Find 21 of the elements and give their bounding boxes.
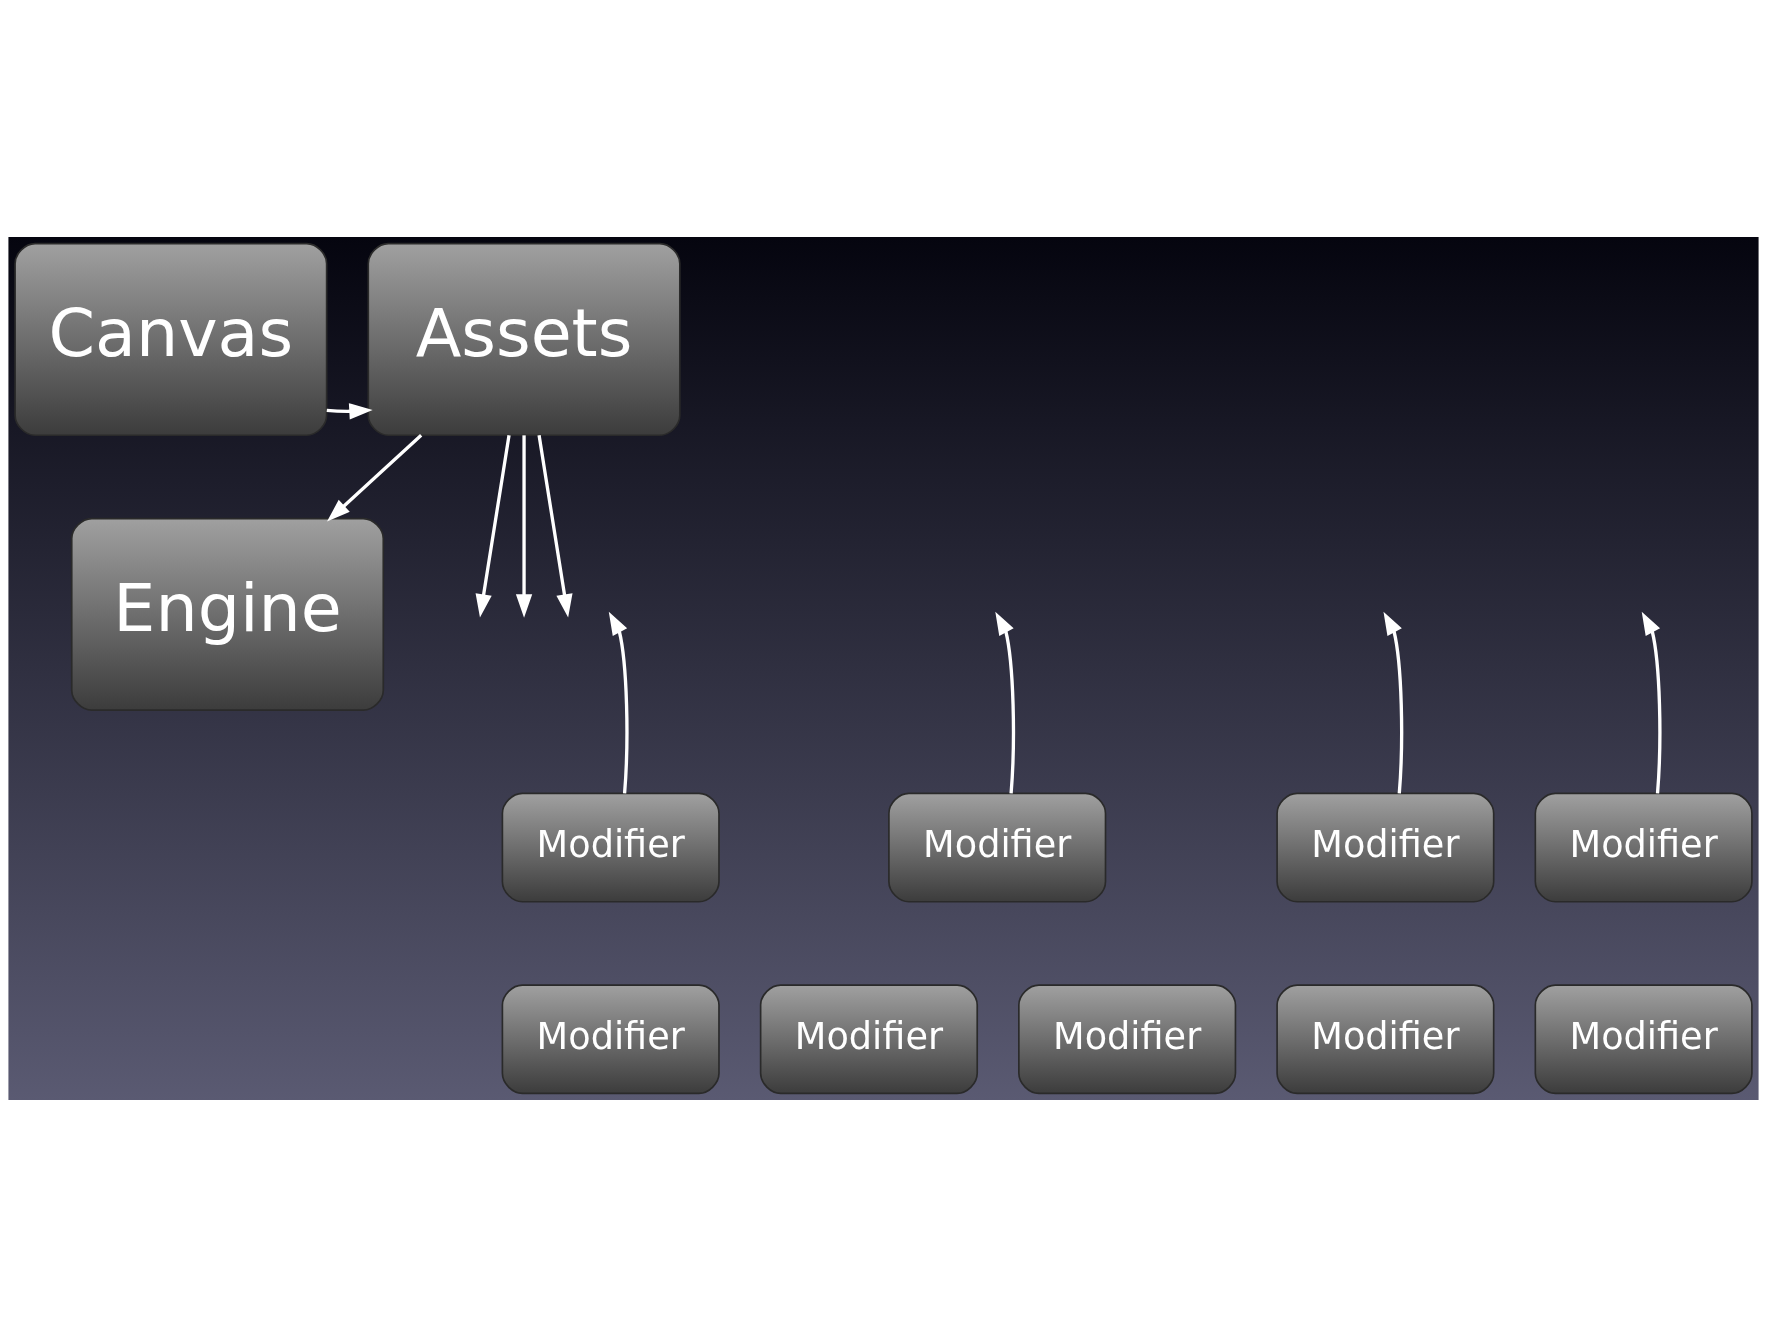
arrow — [515, 434, 533, 618]
node-box: Canvas — [14, 242, 328, 436]
arrow — [995, 611, 1016, 793]
node-box: Modifier — [501, 792, 720, 903]
node-box: Modifier — [1276, 983, 1495, 1094]
node-box: Modifier — [501, 983, 720, 1094]
arrow — [475, 434, 511, 618]
node-box: Engine — [70, 517, 385, 711]
arrow — [537, 434, 573, 618]
arrow — [1383, 611, 1404, 793]
node-box: Modifier — [1276, 792, 1495, 903]
node-box: Modifier — [759, 983, 979, 1094]
arrow — [326, 402, 373, 419]
node-box: Modifier — [1018, 983, 1237, 1094]
node-box: Modifier — [888, 792, 1107, 903]
node-box: Assets — [367, 242, 681, 436]
arrow — [1641, 611, 1662, 793]
arrow — [608, 611, 629, 793]
arrow — [327, 433, 423, 522]
node-box: Modifier — [1534, 983, 1753, 1094]
node-box: Modifier — [1534, 792, 1753, 903]
